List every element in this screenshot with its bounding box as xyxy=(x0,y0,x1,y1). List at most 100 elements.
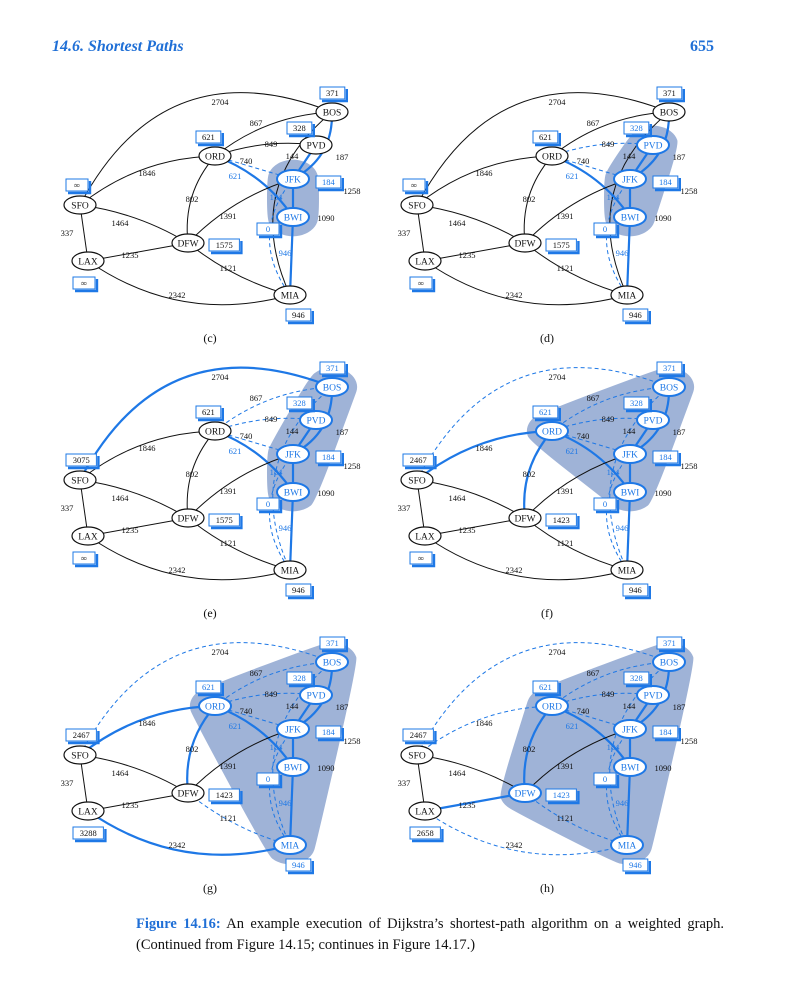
vertex-jfk: JFK xyxy=(613,719,647,739)
edge-weight: 2704 xyxy=(549,97,567,107)
edge-weight: 184 xyxy=(607,742,621,752)
vertex-bwi: BWI xyxy=(276,482,310,502)
distance-box-shadow xyxy=(535,408,561,422)
edge-weight: 740 xyxy=(240,431,253,441)
vertex-label: BOS xyxy=(323,658,341,668)
edge-weight: 1258 xyxy=(681,736,698,746)
vertex-label: LAX xyxy=(78,807,98,817)
distance-box-frame xyxy=(532,680,559,694)
distance-box-shadow xyxy=(548,241,580,255)
vertex-ellipse xyxy=(71,801,105,821)
distance-box-shadow xyxy=(412,554,436,568)
distance-box-mia: 946 xyxy=(285,583,314,600)
vertex-ellipse xyxy=(71,251,105,271)
edge-weight: 337 xyxy=(61,778,74,788)
edge-weight: 2704 xyxy=(212,647,230,657)
edge-weight: 144 xyxy=(286,151,300,161)
edge-weight: 621 xyxy=(566,446,579,456)
distance-box-shadow xyxy=(405,181,429,195)
distance-box-frame xyxy=(195,405,222,419)
distance-box-shadow xyxy=(659,364,685,378)
distance-box-frame xyxy=(208,238,240,252)
vertex-label: BOS xyxy=(660,658,678,668)
vertex-ellipse xyxy=(198,146,232,166)
vertex-ellipse xyxy=(276,444,310,464)
vertex-bos: BOS xyxy=(652,377,686,397)
panel-label: (h) xyxy=(540,881,554,895)
distance-box-bos: 371 xyxy=(319,361,348,378)
vertex-ellipse xyxy=(508,508,542,528)
distance-box-frame xyxy=(72,826,104,840)
distance-value: 1575 xyxy=(553,240,570,250)
distance-box-shadow xyxy=(198,683,224,697)
vertex-label: DFW xyxy=(177,239,198,249)
vertex-label: MIA xyxy=(281,291,300,301)
distance-value: 328 xyxy=(293,398,306,408)
distance-box-shadow xyxy=(596,225,620,239)
edge-weight: 184 xyxy=(607,467,621,477)
distance-value: 1423 xyxy=(553,790,570,800)
edge-sfo-ord xyxy=(79,155,216,206)
panel-label: (e) xyxy=(203,606,216,620)
edge-weight: 1258 xyxy=(681,461,698,471)
vertex-ellipse xyxy=(610,560,644,580)
edge-weight: 1235 xyxy=(122,250,139,260)
edge-weight: 1391 xyxy=(557,486,574,496)
vertex-pvd: PVD xyxy=(636,685,670,705)
distance-box-frame xyxy=(285,308,312,322)
distance-value: 184 xyxy=(322,727,336,737)
distance-box-sfo: ∞ xyxy=(65,178,92,195)
edge-weight: 187 xyxy=(336,152,349,162)
distance-value: 621 xyxy=(539,132,552,142)
vertex-dfw: DFW xyxy=(171,233,205,253)
distance-box-dfw: 1423 xyxy=(208,788,243,805)
distance-box-frame xyxy=(652,175,679,189)
edge-weight: 184 xyxy=(270,192,284,202)
section-title: 14.6. Shortest Paths xyxy=(52,38,184,55)
distance-value: ∞ xyxy=(74,180,80,190)
distance-value: 0 xyxy=(266,774,270,784)
distance-box-jfk: 184 xyxy=(652,725,681,742)
vertex-ord: ORD xyxy=(535,696,569,716)
distance-box-frame xyxy=(402,178,426,192)
vertex-ellipse xyxy=(299,685,333,705)
distance-box-frame xyxy=(319,361,346,375)
edge-weight: 2342 xyxy=(169,565,186,575)
distance-box-shadow xyxy=(75,279,99,293)
distance-value: 371 xyxy=(326,363,339,373)
distance-box-frame xyxy=(256,497,280,511)
edge-weight: 2342 xyxy=(169,840,186,850)
vertex-sfo: SFO xyxy=(400,195,434,215)
distance-value: 621 xyxy=(539,407,552,417)
edge-bos-mia xyxy=(272,386,333,571)
vertex-ellipse xyxy=(408,526,442,546)
edge-weight: 1258 xyxy=(681,186,698,196)
distance-box-pvd: 328 xyxy=(286,121,315,138)
edge-weight: 1391 xyxy=(557,211,574,221)
visited-cloud xyxy=(526,367,695,512)
distance-value: 0 xyxy=(603,499,607,509)
distance-value: ∞ xyxy=(81,278,87,288)
distance-box-frame xyxy=(532,130,559,144)
vertex-label: ORD xyxy=(542,702,562,712)
vertex-mia: MIA xyxy=(273,560,307,580)
vertex-label: ORD xyxy=(542,152,562,162)
vertex-label: BWI xyxy=(284,763,302,773)
distance-box-shadow xyxy=(535,683,561,697)
distance-box-shadow xyxy=(625,861,651,875)
vertex-lax: LAX xyxy=(71,251,105,271)
distance-value: 184 xyxy=(659,727,673,737)
distance-value: 0 xyxy=(603,774,607,784)
distance-box-frame xyxy=(656,636,683,650)
vertex-ellipse xyxy=(636,685,670,705)
distance-value: 621 xyxy=(202,682,215,692)
vertex-ellipse xyxy=(636,410,670,430)
edge-weight: 867 xyxy=(587,393,600,403)
vertex-ellipse xyxy=(299,135,333,155)
distance-box-shadow xyxy=(625,586,651,600)
distance-box-shadow xyxy=(535,133,561,147)
vertex-label: LAX xyxy=(415,257,435,267)
caption-text: An example execution of Dijkstra’s short… xyxy=(136,916,724,953)
distance-box-frame xyxy=(286,121,313,135)
distance-box-frame xyxy=(315,450,342,464)
